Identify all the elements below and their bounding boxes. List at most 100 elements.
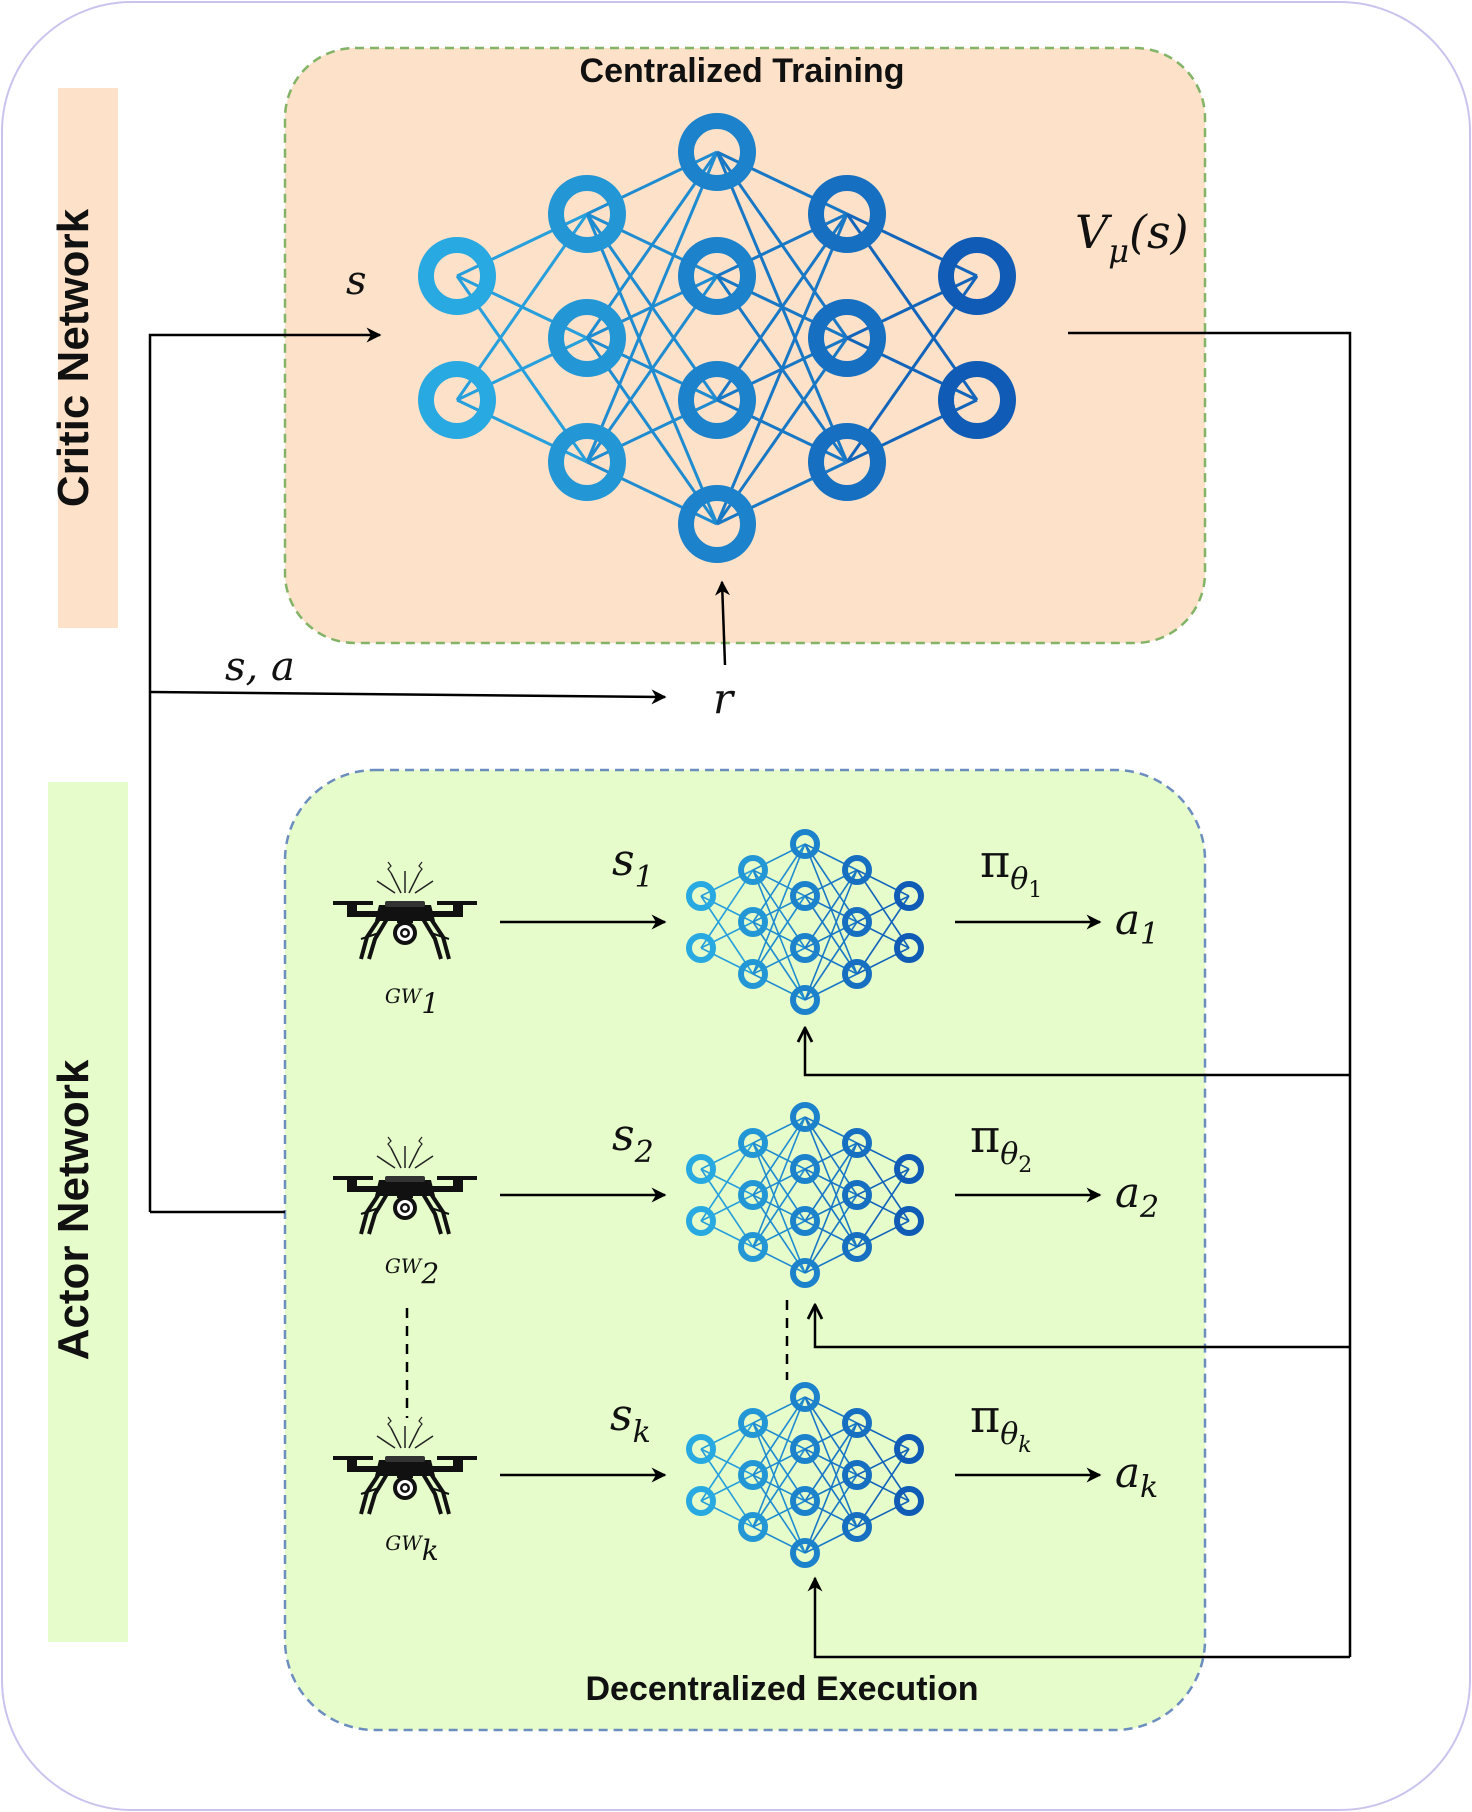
network-node bbox=[790, 933, 820, 963]
network-node bbox=[938, 237, 1016, 315]
agent-row-k: GWk sk πθk ak bbox=[331, 1389, 1158, 1567]
network-connection bbox=[752, 1448, 806, 1528]
state-label-2: s2 bbox=[612, 1110, 654, 1170]
actor-neural-network-1 bbox=[686, 829, 924, 1015]
network-node bbox=[790, 881, 820, 911]
network-node bbox=[808, 299, 886, 377]
network-node bbox=[808, 175, 886, 253]
network-connection bbox=[804, 1142, 858, 1274]
network-node bbox=[738, 907, 768, 937]
network-node bbox=[738, 1128, 768, 1158]
gateway-label-2: GW2 bbox=[385, 1254, 439, 1290]
network-node bbox=[894, 881, 924, 911]
network-node bbox=[842, 1180, 872, 1210]
network-node bbox=[842, 1232, 872, 1262]
network-connection bbox=[804, 869, 858, 949]
state-label-k: sk bbox=[610, 1390, 651, 1450]
gateway-label-1: GW1 bbox=[385, 984, 439, 1020]
network-connection bbox=[804, 1142, 858, 1222]
action-label-2: a2 bbox=[1115, 1168, 1159, 1225]
network-node bbox=[842, 1128, 872, 1158]
network-node bbox=[790, 829, 820, 859]
network-connection bbox=[752, 843, 806, 975]
network-node bbox=[842, 1512, 872, 1542]
network-connection bbox=[804, 1422, 858, 1502]
policy-label-2: πθ2 bbox=[970, 1109, 1032, 1178]
network-connection bbox=[700, 869, 754, 949]
network-node bbox=[738, 1460, 768, 1490]
network-node bbox=[418, 361, 496, 439]
network-node bbox=[842, 1460, 872, 1490]
network-node bbox=[894, 1154, 924, 1184]
network-node bbox=[686, 1434, 716, 1464]
value-feedback-actor-1 bbox=[805, 1028, 1350, 1077]
network-node bbox=[738, 1512, 768, 1542]
network-connection bbox=[585, 151, 719, 463]
network-node bbox=[548, 423, 626, 501]
value-feedback-trunk bbox=[1068, 331, 1352, 1657]
network-node bbox=[548, 175, 626, 253]
network-node bbox=[790, 1258, 820, 1288]
network-node bbox=[686, 933, 716, 963]
centralized-training-box bbox=[283, 46, 1207, 645]
network-node bbox=[790, 1154, 820, 1184]
network-node bbox=[738, 959, 768, 989]
network-node bbox=[842, 855, 872, 885]
network-connection bbox=[804, 1474, 858, 1554]
network-node bbox=[418, 237, 496, 315]
network-node bbox=[678, 361, 756, 439]
policy-label-k: πθk bbox=[970, 1389, 1032, 1458]
value-feedback-actor-2 bbox=[815, 1305, 1350, 1349]
network-connection bbox=[715, 213, 849, 525]
network-node bbox=[678, 485, 756, 563]
network-node bbox=[790, 1102, 820, 1132]
actor-neural-network-2 bbox=[686, 1102, 924, 1288]
agent-row-2: GW2 s2 πθ2 a2 bbox=[331, 1109, 1159, 1290]
network-node bbox=[894, 1206, 924, 1236]
network-connection bbox=[752, 843, 806, 923]
agent-row-1: GW1 s1 πθ1 a1 bbox=[331, 834, 1159, 1020]
network-node bbox=[738, 1408, 768, 1438]
actor-neural-network-k bbox=[686, 1382, 924, 1568]
critic-network-label: Critic Network bbox=[49, 208, 98, 507]
network-node bbox=[678, 113, 756, 191]
network-connection bbox=[752, 1116, 806, 1196]
actor-band bbox=[48, 782, 128, 1642]
network-connection bbox=[752, 1116, 806, 1248]
network-connection bbox=[752, 1168, 806, 1248]
network-node bbox=[894, 1434, 924, 1464]
network-node bbox=[790, 1486, 820, 1516]
action-label-1: a1 bbox=[1115, 895, 1159, 952]
reward-arrow bbox=[714, 580, 730, 666]
state-feedback-line bbox=[148, 327, 382, 1212]
network-connection bbox=[752, 1396, 806, 1476]
network-node bbox=[842, 959, 872, 989]
network-node bbox=[686, 881, 716, 911]
critic-band bbox=[58, 88, 118, 628]
network-node bbox=[790, 1538, 820, 1568]
network-connection bbox=[700, 1142, 754, 1222]
network-node bbox=[548, 299, 626, 377]
state-action-symbol: s, a bbox=[225, 644, 295, 690]
network-node bbox=[790, 985, 820, 1015]
policy-label-1: πθ1 bbox=[980, 834, 1042, 903]
decentralized-execution-box bbox=[283, 768, 1207, 1732]
network-connection bbox=[856, 895, 910, 975]
critic-input-symbol: s bbox=[346, 258, 367, 304]
reward-symbol: r bbox=[713, 674, 736, 723]
network-node bbox=[678, 237, 756, 315]
network-node bbox=[842, 1408, 872, 1438]
network-connection bbox=[804, 921, 858, 1001]
network-node bbox=[894, 1486, 924, 1516]
network-node bbox=[808, 423, 886, 501]
decentralized-execution-label: Decentralized Execution bbox=[585, 1670, 978, 1708]
network-connection bbox=[804, 1422, 858, 1554]
network-connection bbox=[752, 1396, 806, 1528]
value-feedback-actor-k bbox=[807, 1576, 1350, 1659]
network-node bbox=[738, 1180, 768, 1210]
network-node bbox=[738, 1232, 768, 1262]
network-connection bbox=[700, 1422, 754, 1502]
centralized-training-label: Centralized Training bbox=[580, 52, 905, 90]
network-node bbox=[938, 361, 1016, 439]
